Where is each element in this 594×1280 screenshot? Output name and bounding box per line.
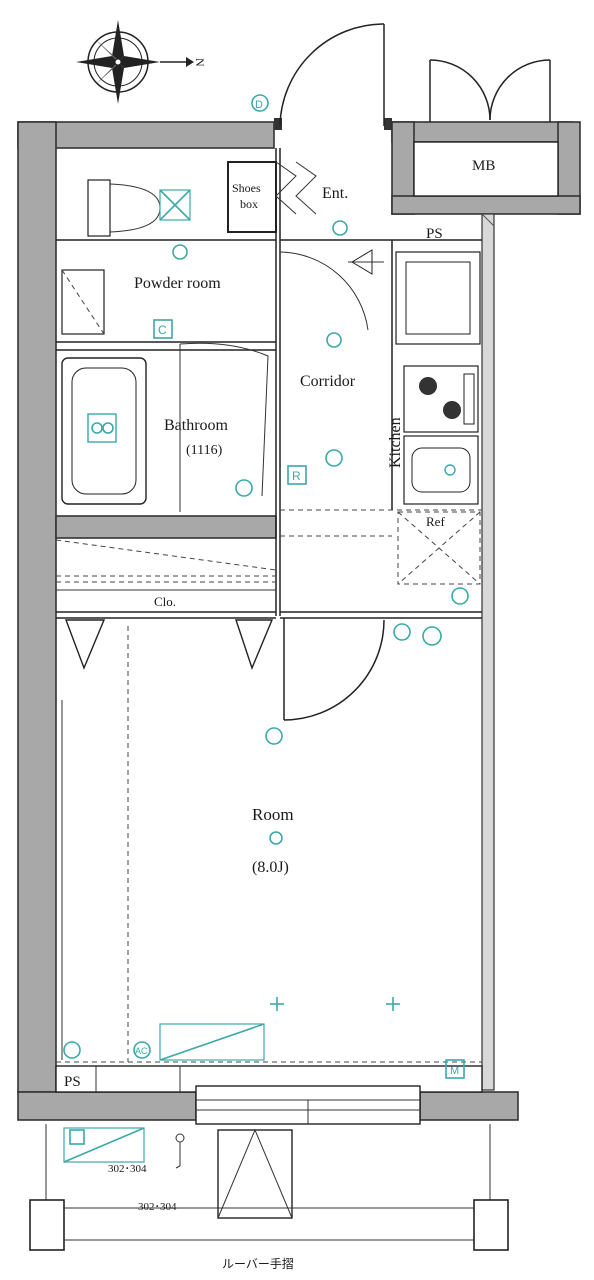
ps-top-label: PS <box>426 226 443 242</box>
refrigerator-label: Ref <box>426 514 445 529</box>
electrical-symbols <box>63 94 469 1079</box>
powder-room-label: Powder room <box>134 275 221 292</box>
bathroom-door-swing <box>179 342 269 497</box>
room-door <box>283 618 385 721</box>
kitchen-sink <box>403 435 479 505</box>
closet-doors <box>64 619 274 670</box>
exterior-walls <box>17 121 581 1121</box>
shoes-box <box>227 161 317 233</box>
closet-label: Clo. <box>154 594 176 609</box>
mb-label: MB <box>472 158 495 174</box>
shoes-box-label-line1: Shoes <box>232 181 261 195</box>
balcony <box>29 1124 509 1251</box>
entrance-door <box>274 23 392 130</box>
refrigerator-space <box>397 511 481 585</box>
toilet-fixture <box>87 179 191 237</box>
corridor-label: Corridor <box>300 373 356 390</box>
north-label: N <box>193 58 207 67</box>
ac-symbol: AC <box>135 1046 148 1056</box>
bathroom-label: Bathroom <box>164 417 229 434</box>
ps-top-meter <box>395 251 481 345</box>
bathroom-size-label: (1116) <box>186 443 223 458</box>
room-label: Room <box>252 805 294 824</box>
balcony-note-1: 302･304 <box>108 1163 147 1175</box>
room-size-label: (8.0J) <box>252 859 289 876</box>
mb-doors <box>413 59 559 197</box>
kitchen-label: Kitchen <box>387 417 404 468</box>
balcony-note-2: 302･304 <box>138 1201 177 1213</box>
doorbell-symbol: D <box>255 99 263 111</box>
railing-label: ルーバー手摺 <box>222 1256 294 1271</box>
remote-symbol: R <box>292 469 301 483</box>
meter-symbol: M <box>450 1065 459 1077</box>
compass-rose-icon <box>76 20 160 104</box>
circuit-symbol: C <box>158 323 167 337</box>
ac-unit <box>159 1023 265 1061</box>
powder-door-swing <box>279 251 369 331</box>
balcony-window <box>195 1085 421 1125</box>
shoes-box-label-line2: box <box>240 197 258 211</box>
kitchen-stove <box>403 365 479 433</box>
bathtub <box>61 357 147 505</box>
closet <box>55 539 277 591</box>
entrance-label: Ent. <box>322 185 348 202</box>
north-arrow-icon <box>160 57 194 67</box>
powder-vanity <box>61 269 105 335</box>
ps-bottom-label: PS <box>64 1074 81 1090</box>
